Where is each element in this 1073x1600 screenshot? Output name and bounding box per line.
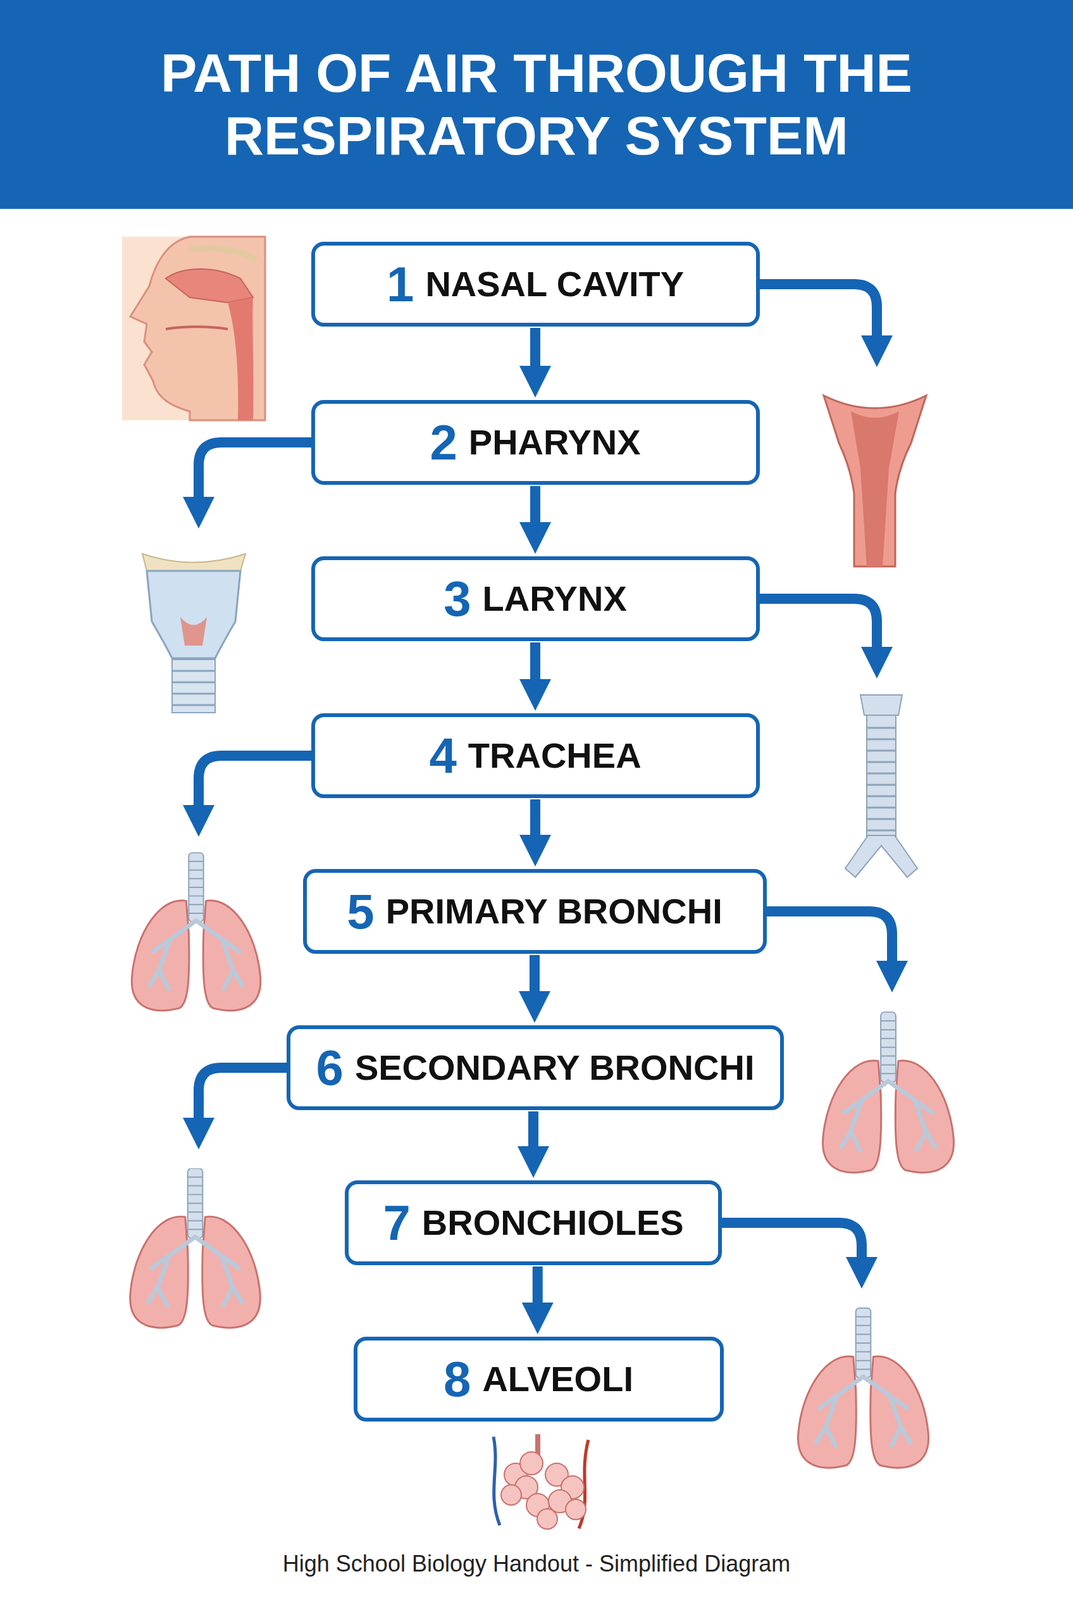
- flow-arrow: [528, 1110, 539, 1159]
- flow-arrow: [530, 485, 541, 535]
- step-number: 3: [443, 573, 471, 624]
- process-box: 8 ALVEOLI: [353, 1336, 724, 1421]
- alveoli-illustration: [493, 1433, 589, 1529]
- larynx-illustration: [142, 553, 246, 713]
- lungs-illustration: [823, 1011, 955, 1172]
- process-box: 1 NASAL CAVITY: [311, 241, 760, 327]
- process-box: 7 BRONCHIOLES: [344, 1179, 722, 1265]
- process-box: 5 PRIMARY BRONCHI: [303, 868, 767, 954]
- step-number: 5: [346, 886, 374, 936]
- flow-arrow: [532, 1265, 543, 1315]
- step-label: LARYNX: [482, 580, 627, 617]
- step-label: BRONCHIOLES: [421, 1204, 684, 1241]
- pharynx-illustration: [823, 395, 927, 567]
- step-label: TRACHEA: [468, 737, 642, 774]
- flow-arrow: [530, 327, 541, 379]
- head-illustration: [122, 236, 266, 421]
- step-label: PHARYNX: [468, 424, 641, 460]
- step-number: 1: [386, 259, 414, 309]
- pointer-arrow: [765, 911, 893, 974]
- step-number: 2: [429, 417, 457, 467]
- lungs-illustration: [130, 1167, 261, 1328]
- step-label: SECONDARY BRONCHI: [354, 1049, 755, 1086]
- pointer-arrow: [198, 1067, 288, 1130]
- step-label: NASAL CAVITY: [425, 266, 684, 302]
- title-band: PATH OF AIR THROUGH THE RESPIRATORY SYST…: [0, 0, 1073, 209]
- process-box: 2 PHARYNX: [311, 399, 760, 485]
- trachea-illustration: [845, 694, 918, 877]
- lungs-illustration: [797, 1307, 929, 1468]
- caption-text: High School Biology Handout - Simplified…: [0, 1550, 1073, 1577]
- step-number: 8: [443, 1353, 471, 1404]
- step-number: 6: [315, 1042, 343, 1092]
- pointer-arrow: [198, 442, 313, 510]
- step-number: 4: [428, 730, 457, 781]
- pointer-arrow: [720, 1222, 862, 1270]
- flow-arrow: [530, 642, 541, 692]
- process-box: 6 SECONDARY BRONCHI: [286, 1024, 784, 1110]
- title-text: PATH OF AIR THROUGH THE RESPIRATORY SYST…: [68, 41, 1005, 168]
- process-box: 3 LARYNX: [311, 556, 760, 641]
- step-label: ALVEOLI: [482, 1360, 634, 1397]
- pointer-arrow: [758, 284, 878, 348]
- flow-arrow: [529, 954, 540, 1004]
- step-number: 7: [382, 1197, 410, 1247]
- pointer-arrow: [198, 755, 313, 818]
- process-box: 4 TRACHEA: [311, 713, 760, 798]
- lungs-illustration: [131, 852, 261, 1010]
- flow-arrow: [530, 799, 541, 848]
- pointer-arrow: [758, 598, 878, 660]
- step-label: PRIMARY BRONCHI: [385, 893, 723, 929]
